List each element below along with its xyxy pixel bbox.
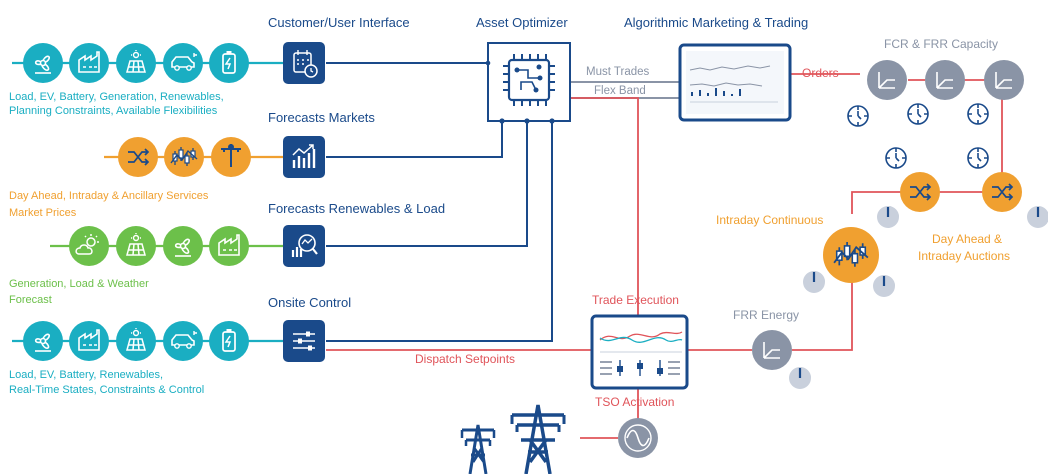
row4-label-1: Load, EV, Battery, Renewables, [9,369,164,381]
label-must-trades: Must Trades [586,66,650,78]
label-intraday-continuous: Intraday Continuous [716,213,824,227]
row3-label-1: Generation, Load & Weather [9,278,149,290]
forecast-markets-icon [283,136,325,178]
auction-icons [875,172,1048,230]
row2-icons [118,137,251,177]
row3-label-2: Forecast [9,294,52,306]
row4-label-2: Real-Time States, Constraints & Control [9,384,205,396]
trade-execution-screen [590,314,689,390]
row2-label-2: Market Prices [9,207,77,219]
header-asset-optimizer: Asset Optimizer [476,15,568,30]
label-day-ahead-1: Day Ahead & [932,232,1003,246]
row2-label-1: Day Ahead, Intraday & Ancillary Services [9,190,209,202]
label-orders: Orders [802,66,839,80]
tso-sine-icon [618,418,658,458]
label-tso-activation: TSO Activation [595,395,675,409]
label-day-ahead-2: Intraday Auctions [918,249,1011,263]
header-onsite-control: Onsite Control [268,295,352,310]
label-dispatch-setpoints: Dispatch Setpoints [415,352,516,366]
forecast-renewables-icon [283,225,325,267]
row1-icons [23,43,249,83]
label-flex-band: Flex Band [594,85,646,97]
label-frr-energy: FRR Energy [733,308,800,322]
header-customer-ui: Customer/User Interface [268,15,410,30]
asset-optimizer-box [485,42,571,124]
onsite-control-icon [283,320,325,362]
frr-energy-icon [752,330,813,391]
header-fcr-frr: FCR & FRR Capacity [884,37,999,51]
header-forecasts-renewables: Forecasts Renewables & Load [268,201,446,216]
row1-label-2: Planning Constraints, Available Flexibil… [9,105,218,117]
power-pylons-icon [460,404,566,474]
header-forecasts-markets: Forecasts Markets [268,110,375,125]
fcr-frr-capacity-icons [847,60,1024,169]
row3-icons [69,226,249,266]
intraday-continuous-icon [801,227,897,299]
row4-icons [23,321,249,361]
algo-trading-screen [678,43,792,122]
customer-ui-icon [283,42,325,84]
row1-label-1: Load, EV, Battery, Generation, Renewable… [9,91,224,103]
label-trade-execution: Trade Execution [592,293,679,307]
header-algo-trading: Algorithmic Marketing & Trading [624,15,809,30]
